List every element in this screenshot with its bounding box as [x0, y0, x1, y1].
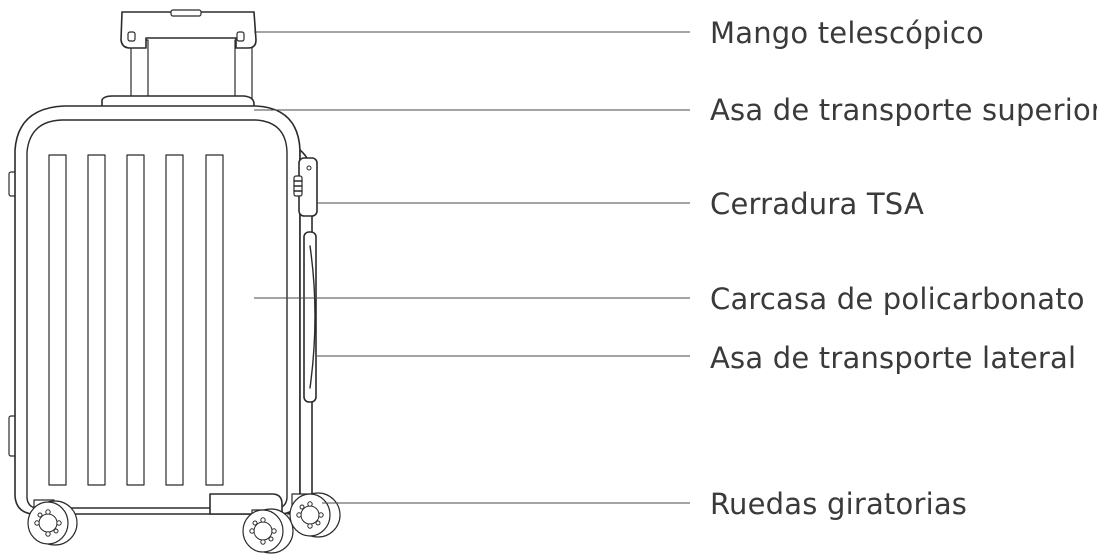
- label-top-carry-handle: Asa de transporte superior: [710, 93, 1097, 127]
- label-side-carry-handle: Asa de transporte lateral: [710, 341, 1076, 375]
- spinner-wheels-drawing: [27, 492, 341, 554]
- label-spinner-wheels: Ruedas giratorias: [710, 487, 967, 521]
- label-polycarbonate-shell: Carcasa de policarbonato: [710, 282, 1085, 316]
- tsa-lock-drawing: [293, 157, 318, 217]
- label-tsa-lock: Cerradura TSA: [710, 187, 924, 221]
- side-carry-handle-drawing: [303, 231, 317, 403]
- bottom-bumper: [209, 493, 283, 515]
- shell-ribs: [48, 154, 224, 486]
- leader-lines: [254, 31, 690, 504]
- suitcase-illustration: [8, 9, 341, 554]
- telescopic-handle-drawing: [120, 9, 257, 109]
- label-telescopic-handle: Mango telescópico: [710, 16, 984, 50]
- part-labels: Mango telescópico Asa de transporte supe…: [710, 16, 1097, 521]
